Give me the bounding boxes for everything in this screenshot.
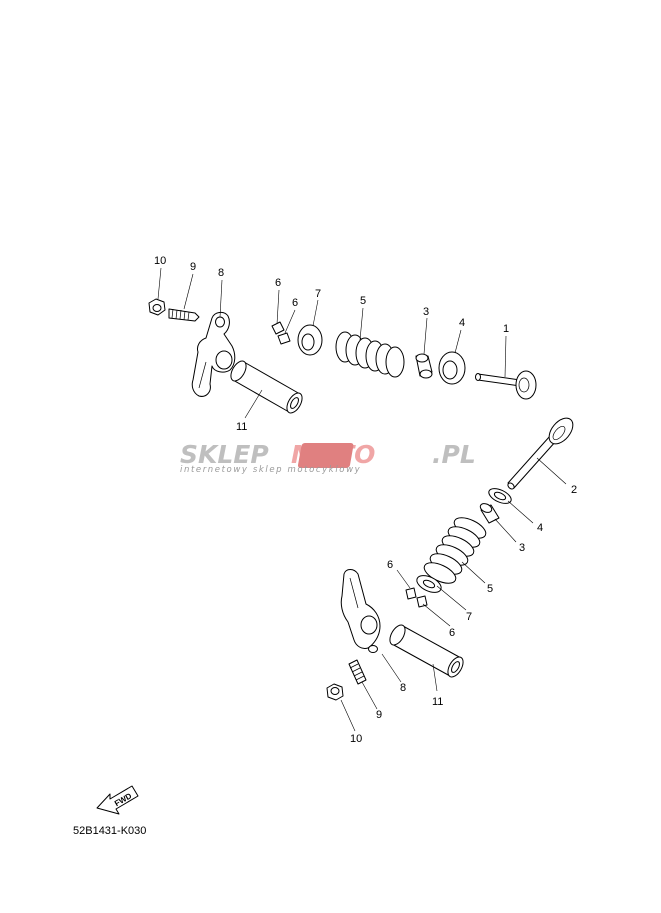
top-callout-10: 10 (154, 255, 166, 267)
top-callout-6b: 6 (292, 297, 298, 309)
bottom-callout-6a: 6 (387, 559, 393, 571)
bottom-adjusting-screw-9 (348, 659, 367, 685)
bottom-callout-8: 8 (400, 682, 406, 694)
top-assembly: 10 9 8 6 6 7 5 3 4 1 11 (148, 255, 537, 433)
top-callout-11: 11 (236, 421, 247, 433)
bottom-callout-10: 10 (350, 733, 362, 745)
top-nut-10 (148, 298, 166, 316)
top-rocker-shaft-11 (230, 360, 303, 414)
top-valve-1 (475, 370, 537, 400)
bottom-callout-6b: 6 (449, 627, 455, 639)
bottom-valve-2 (507, 417, 574, 490)
top-cotter-6b (277, 332, 291, 345)
watermark-brand-part1: SKLEP (180, 440, 269, 469)
top-cotter-6a (271, 321, 285, 335)
top-callout-1: 1 (503, 323, 509, 335)
top-callout-5: 5 (360, 295, 366, 307)
bottom-cotter-6a (405, 587, 417, 600)
diagram-code: 52B1431-K030 (73, 825, 146, 837)
top-rocker-arm-8 (191, 311, 236, 397)
bottom-callout-11: 11 (432, 696, 443, 708)
top-callout-7: 7 (315, 288, 321, 300)
watermark-logo: SKLEP MOTO 46 .PL internetowy sklep moto… (180, 440, 476, 475)
bottom-assembly: 2 4 3 5 6 7 6 8 11 9 10 (326, 417, 577, 745)
top-retainer-7 (297, 324, 323, 356)
bottom-valve-spring-5 (423, 517, 487, 584)
bottom-callout-5: 5 (487, 583, 493, 595)
bottom-callout-3: 3 (519, 542, 525, 554)
watermark-number-badge (297, 443, 354, 468)
bottom-rocker-arm-8 (340, 569, 381, 653)
watermark-tagline: internetowy sklep motocyklowy (180, 465, 361, 475)
bottom-callout-4: 4 (537, 522, 543, 534)
watermark-brand-number: 46 (386, 440, 422, 469)
top-valve-spring-5 (335, 331, 405, 378)
top-callout-8: 8 (218, 267, 224, 279)
bottom-rocker-shaft-11 (389, 624, 464, 678)
top-callout-4: 4 (459, 317, 465, 329)
bottom-spring-seat-4 (488, 488, 512, 504)
bottom-callout-9: 9 (376, 709, 382, 721)
fwd-arrow-icon: FWD (96, 785, 139, 815)
top-callout-9: 9 (190, 261, 196, 273)
top-stem-seal-3 (415, 353, 433, 379)
bottom-callout-2: 2 (571, 484, 577, 496)
bottom-nut-10 (326, 683, 344, 701)
watermark-brand-suffix: .PL (432, 440, 476, 469)
bottom-callout-7: 7 (466, 611, 472, 623)
bottom-cotter-6b (416, 595, 428, 608)
top-callout-6a: 6 (275, 277, 281, 289)
top-spring-seat-4 (438, 351, 466, 385)
top-callout-3: 3 (423, 306, 429, 318)
top-adjusting-screw-9 (168, 308, 200, 322)
bottom-stem-seal-3 (479, 503, 500, 524)
